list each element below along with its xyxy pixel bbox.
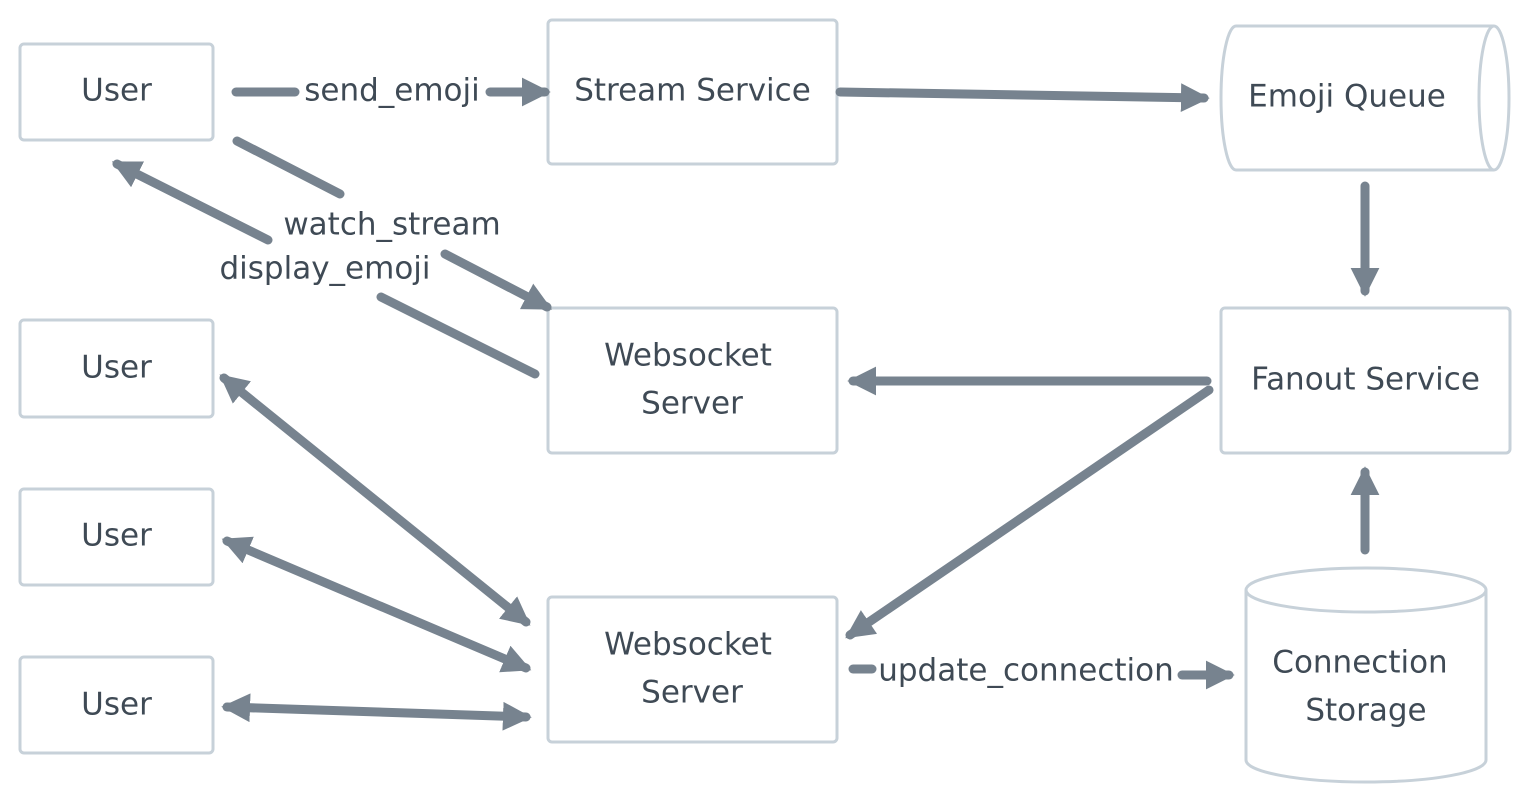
display-emoji-edge-lower bbox=[376, 292, 540, 379]
connection-storage-node: Connection Storage bbox=[1244, 566, 1488, 784]
send-emoji-label: send_emoji bbox=[304, 73, 480, 109]
send-emoji-edge: send_emoji bbox=[231, 73, 551, 109]
user-3-to-websocket-bottom-edge bbox=[221, 536, 532, 673]
update-connection-label: update_connection bbox=[878, 653, 1174, 689]
emoji-queue-label: Emoji Queue bbox=[1248, 79, 1446, 115]
connection-storage-label-1: Connection bbox=[1272, 645, 1447, 681]
user-label-2: User bbox=[81, 350, 152, 386]
websocket-server-bottom-label-2: Server bbox=[641, 675, 743, 711]
user-node-2: User bbox=[18, 318, 215, 419]
display-emoji-label: display_emoji bbox=[219, 251, 430, 287]
stream-service-label: Stream Service bbox=[574, 73, 811, 109]
update-connection-edge: update_connection bbox=[848, 653, 1235, 690]
watch-stream-edge-upper bbox=[232, 136, 345, 199]
emoji-queue-node: Emoji Queue bbox=[1219, 24, 1511, 172]
user-label-4: User bbox=[81, 687, 152, 723]
user-4-to-websocket-bottom-edge bbox=[221, 693, 532, 731]
user-node-4: User bbox=[18, 655, 215, 755]
websocket-server-top-label-1: Websocket bbox=[604, 338, 772, 374]
websocket-server-top-node: Websocket Server bbox=[546, 306, 839, 455]
websocket-server-bottom-label-1: Websocket bbox=[604, 627, 772, 663]
display-emoji-edge-upper bbox=[111, 159, 273, 245]
websocket-server-top-label-2: Server bbox=[641, 386, 743, 422]
websocket-server-bottom-node: Websocket Server bbox=[546, 595, 839, 744]
stream-service-to-emoji-queue-edge bbox=[835, 83, 1210, 113]
user-node-1: User bbox=[18, 42, 215, 142]
fanout-service-to-websocket-bottom-edge bbox=[845, 385, 1214, 640]
watch-stream-edge-lower bbox=[440, 249, 553, 312]
watch-stream-label: watch_stream bbox=[283, 207, 500, 243]
display-emoji-edge: display_emoji bbox=[111, 159, 540, 379]
connection-storage-label-2: Storage bbox=[1305, 693, 1426, 729]
user-node-3: User bbox=[18, 487, 215, 587]
stream-service-node: Stream Service bbox=[546, 18, 839, 166]
watch-stream-edge: watch_stream bbox=[232, 136, 553, 312]
user-label-3: User bbox=[81, 518, 152, 554]
user-2-to-websocket-bottom-edge bbox=[219, 373, 531, 627]
fanout-service-node: Fanout Service bbox=[1219, 306, 1512, 455]
fanout-service-label: Fanout Service bbox=[1251, 362, 1480, 398]
user-label-1: User bbox=[81, 73, 152, 109]
